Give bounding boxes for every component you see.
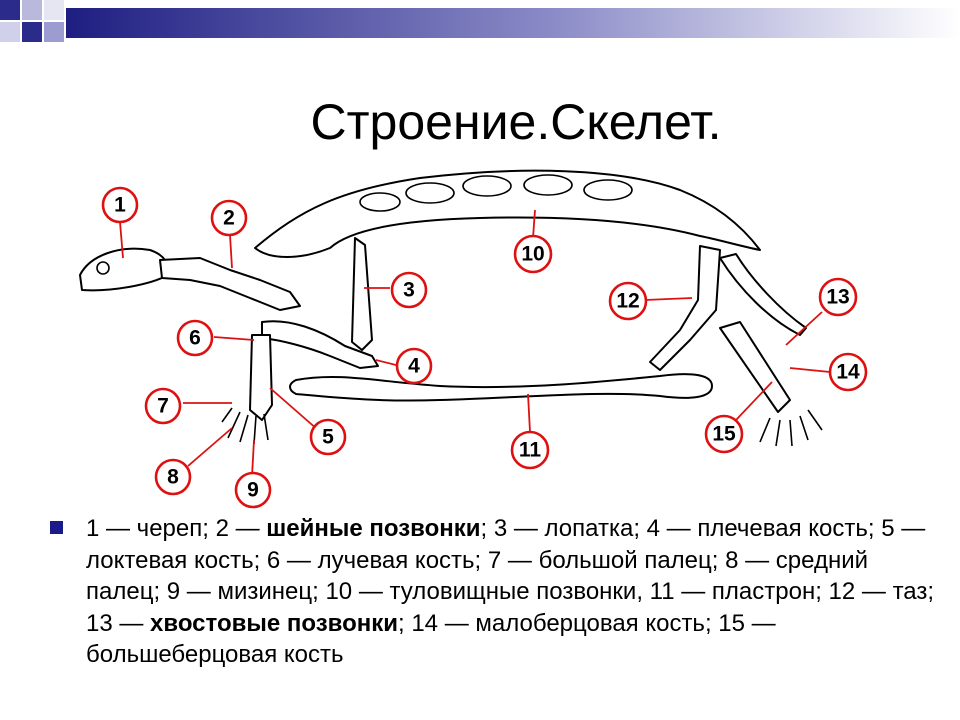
label-12-text: 12 [616, 290, 639, 313]
label-4: 4 [395, 347, 433, 385]
legend-part: ; 3 — лопатка; 4 — плечевая кость; 5 — л… [86, 515, 935, 637]
label-14: 14 [828, 352, 868, 392]
slide-title: Строение.Скелет. [310, 94, 722, 150]
skull [79, 247, 170, 292]
label-12: 12 [608, 281, 648, 321]
header-gradient-band [0, 0, 960, 44]
label-5-text: 5 [322, 426, 334, 449]
label-10-text: 10 [521, 243, 544, 266]
skeleton-drawing [79, 169, 823, 447]
label-15-text: 15 [712, 423, 736, 446]
label-7-text: 7 [157, 395, 169, 418]
label-4-text: 4 [408, 355, 420, 378]
legend-part-bold: шейные позвонки [266, 515, 481, 542]
label-13-text: 13 [826, 286, 849, 309]
label-11: 11 [510, 430, 550, 470]
fore-digits [221, 407, 269, 445]
label-13: 13 [818, 277, 858, 317]
label-1-text: 1 [114, 194, 126, 217]
plastron [289, 373, 713, 402]
label-6: 6 [176, 319, 214, 357]
tibia-fibula [719, 321, 791, 413]
label-9-text: 9 [247, 479, 259, 502]
legend-text: 1 — череп; 2 — шейные позвонки; 3 — лопа… [86, 513, 936, 671]
label-6-text: 6 [189, 327, 201, 350]
pelvis [649, 245, 721, 371]
deco-square [0, 0, 20, 20]
tail-vertebrae [719, 253, 807, 336]
label-3-text: 3 [403, 279, 415, 302]
neck-vertebrae [159, 257, 301, 311]
label-9: 9 [234, 471, 272, 509]
radius-ulna [249, 334, 273, 421]
label-15: 15 [704, 414, 744, 454]
label-5: 5 [309, 418, 347, 456]
label-7: 7 [144, 387, 182, 425]
label-14-text: 14 [836, 361, 860, 384]
label-2-text: 2 [223, 207, 235, 230]
label-3: 3 [390, 271, 428, 309]
label-1: 1 [101, 186, 139, 224]
label-11-text: 11 [519, 439, 542, 462]
humerus [261, 320, 379, 369]
turtle-skeleton-diagram: 1 2 3 4 5 6 7 8 9 10 11 12 13 14 15 [79, 169, 868, 509]
header-band-graphic [0, 0, 960, 42]
hind-digits [759, 409, 823, 447]
label-8: 8 [154, 458, 192, 496]
label-8-text: 8 [167, 466, 179, 489]
label-2: 2 [210, 199, 248, 237]
scapula [351, 237, 373, 351]
legend-part: ; 14 — малоберцовая кость; 15 — большебе… [86, 609, 776, 669]
legend-part-bold: хвостовые позвонки [150, 609, 398, 637]
leader-lines [119, 209, 831, 477]
list-bullet [50, 521, 63, 534]
legend-part: 1 — череп; 2 — [86, 515, 267, 542]
label-10: 10 [513, 234, 553, 274]
